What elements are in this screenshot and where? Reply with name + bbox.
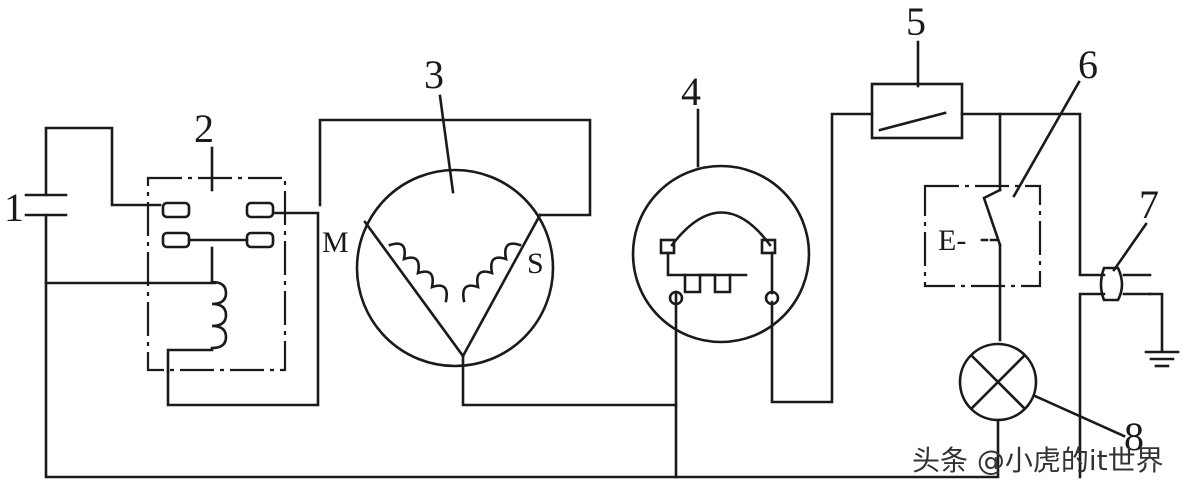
label-2: 2 xyxy=(194,106,214,151)
label-3: 3 xyxy=(424,52,444,97)
label-7: 7 xyxy=(1139,182,1159,227)
capacitor xyxy=(24,193,68,217)
label-s: S xyxy=(527,247,544,280)
starting-relay xyxy=(146,176,287,374)
door-switch xyxy=(923,184,1042,288)
power-plug xyxy=(1099,266,1180,368)
main-wires xyxy=(44,112,1106,479)
watermark: 头条 @小虎的it世界 xyxy=(912,444,1164,477)
label-m: M xyxy=(322,226,349,259)
thermostat-switch xyxy=(870,82,964,140)
lamp xyxy=(958,342,1038,422)
label-8: 8 xyxy=(1124,414,1144,459)
overload-protector xyxy=(631,164,811,407)
label-6: 6 xyxy=(1078,42,1098,87)
label-1: 1 xyxy=(4,185,24,230)
label-5: 5 xyxy=(906,0,926,44)
label-4: 4 xyxy=(681,69,701,114)
compressor-motor xyxy=(355,168,555,368)
label-e: E- xyxy=(938,224,966,257)
